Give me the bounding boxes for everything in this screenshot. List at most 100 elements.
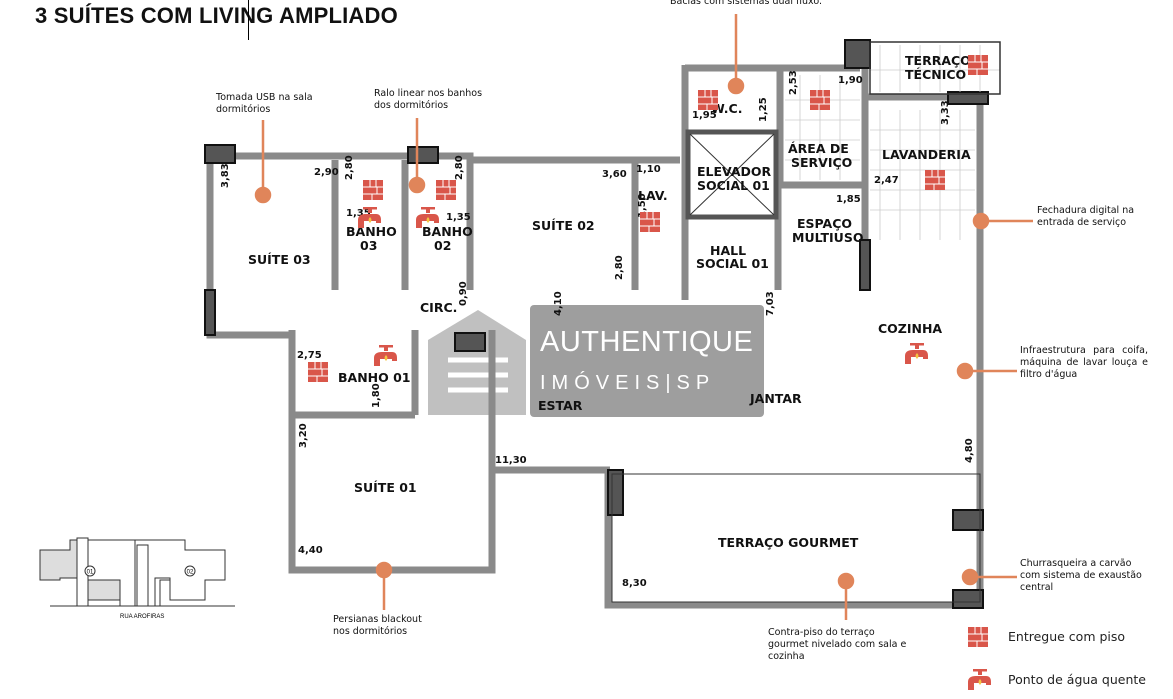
dim: 2,90 [314,167,339,178]
note-contrapiso: Contra-piso do terraço gourmet nivelado … [768,627,907,662]
room-suite-03: SUÍTE 03 [248,252,311,267]
faucet-icon [374,345,397,366]
terraco-gourmet-outline [611,473,981,603]
room-cozinha: COZINHA [878,321,942,336]
callout-dot [254,186,272,204]
elevator [685,129,779,220]
legend-faucet-icon [968,669,991,690]
dim: 1,50 [637,193,648,218]
tile-icons [307,54,989,648]
dim: 1,90 [838,75,863,86]
dim: 1,35 [346,208,371,219]
room-espaco-l2: MULTIUSO [792,230,863,245]
note-fechadura: Fechadura digital na entrada de serviço [1037,205,1135,228]
dim: 2,75 [297,350,322,361]
tile-icon [435,179,457,201]
dim: 1,80 [371,383,382,408]
room-hall-l2: SOCIAL 01 [696,256,769,271]
room-wc: W.C. [711,101,742,116]
key-unit-01: 01 [87,570,94,576]
dim: 3,60 [602,169,627,180]
terraco-tecnico-outline [869,41,1001,95]
tile-icon [307,361,329,383]
room-lav: LAV. [638,188,668,203]
room-area-servico-l1: ÁREA DE [788,141,849,156]
room-suite-02: SUÍTE 02 [532,218,595,233]
key-plan [39,537,235,607]
room-terraco-tecnico-l2: TÉCNICO [905,67,966,82]
tile-icon [639,211,661,233]
tile-icon [697,89,719,111]
legend-tile-icon [967,626,989,648]
dim: 2,47 [874,175,899,186]
legend-hot-water-label: Ponto de água quente [1008,672,1146,687]
walls [206,50,985,609]
dim: 4,80 [964,438,975,463]
callout-dot [408,176,426,194]
room-estar: ESTAR [538,398,583,413]
room-banho-02-l1: BANHO [422,224,473,239]
dim: 11,30 [495,455,527,466]
callout-dot [972,212,990,230]
room-banho-03-l2: 03 [360,238,377,253]
faucet-icons [358,207,991,690]
key-street: RUA AROFIRAS [120,614,164,620]
room-jantar: JANTAR [749,391,802,406]
dim: 1,10 [636,164,661,175]
text-cursor [248,0,249,40]
dim: 2,53 [788,70,799,95]
tile-icon [967,54,989,76]
dim: 2,80 [344,155,355,180]
watermark-line2: IMÓVEIS|SP [540,372,716,394]
key-unit-02: 02 [187,570,194,576]
dim: 8,30 [622,578,647,589]
callout-dot [961,568,979,586]
dim: 1,35 [446,212,471,223]
page-title: 3 SUÍTES COM LIVING AMPLIADO [35,3,398,28]
dim: 3,83 [220,163,231,188]
watermark-line1: AUTHENTIQUE [540,326,754,358]
room-terraco-gourmet: TERRAÇO GOURMET [718,535,859,550]
callout-dot [375,561,393,579]
dim: 1,95 [692,110,717,121]
note-bacias: Bacias com sistemas dual fluxo. [670,0,822,7]
callouts [254,14,1033,620]
room-area-servico-l2: SERVIÇO [791,155,852,170]
callout-dot [727,77,745,95]
room-circ: CIRC. [420,300,457,315]
dim: 1,85 [836,194,861,205]
room-espaco-l1: ESPAÇO [797,216,852,231]
dim: 7,03 [765,291,776,316]
callout-dot [956,362,974,380]
tile-icon [809,89,831,111]
room-banho-03-l1: BANHO [346,224,397,239]
dim: 3,33 [940,100,951,125]
dim: 4,10 [553,291,564,316]
dim: 2,80 [454,155,465,180]
dim: 3,20 [298,423,309,448]
note-churrasqueira: Churrasqueira a carvão com sistema de ex… [1020,558,1142,593]
note-infra: Infraestrutura para coifa, máquina de la… [1020,345,1148,380]
tile-icon [924,169,946,191]
wall-columns [204,39,989,609]
note-persianas: Persianas blackout nos dormitórios [333,614,422,637]
watermark-logo: AUTHENTIQUE IMÓVEIS|SP [418,300,766,420]
dim: 1,25 [758,97,769,122]
callout-dot [837,572,855,590]
room-elevador-l1: ELEVADOR [697,164,772,179]
dim: 0,90 [458,281,469,306]
room-banho-01: BANHO 01 [338,370,411,385]
tile-icon [362,179,384,201]
room-elevador-l2: SOCIAL 01 [697,178,770,193]
faucet-icon [905,343,928,364]
room-hall-l1: HALL [710,243,746,258]
dim: 2,80 [614,255,625,280]
room-lavanderia: LAVANDERIA [882,147,971,162]
room-suite-01: SUÍTE 01 [354,480,417,495]
dim: 4,40 [298,545,323,556]
room-terraco-tecnico-l1: TERRAÇO [905,53,971,68]
note-usb: Tomada USB na sala dormitórios [216,92,313,115]
legend-tile-label: Entregue com piso [1008,629,1126,644]
room-banho-02-l2: 02 [434,238,451,253]
